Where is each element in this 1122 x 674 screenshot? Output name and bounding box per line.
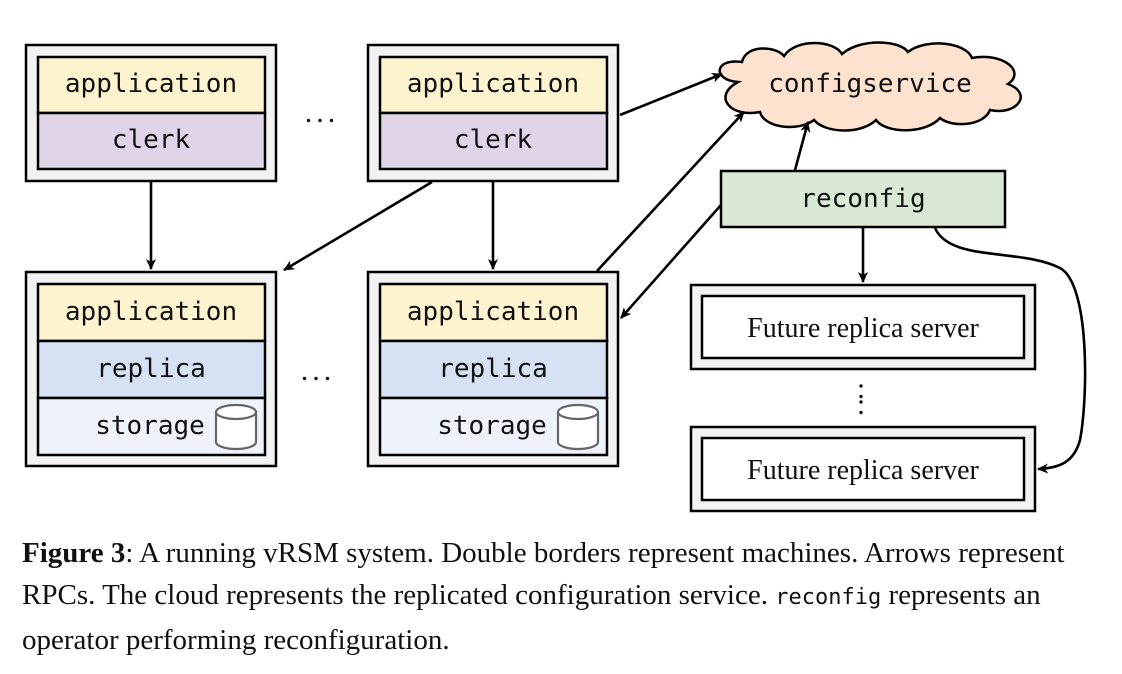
application-label: application [65, 69, 237, 99]
arrow-clerk2-to-configservice [619, 72, 723, 117]
application-label: application [65, 297, 237, 327]
caption-code: reconfig [775, 585, 882, 610]
application-label: application [407, 69, 579, 99]
future-replica-server-1: Future replica server [689, 283, 1037, 371]
application-layer [36, 282, 267, 343]
caption-label: Figure 3 [22, 537, 126, 569]
caption-text-2: represents an operator performing reconf… [22, 579, 1041, 656]
replica-machine-1: application replica storage [24, 270, 278, 468]
client-ellipsis: ... [305, 96, 340, 129]
arrow-reconfig-to-configservice [793, 121, 811, 171]
replica-ellipsis: ... [301, 354, 336, 387]
future-replica-label: Future replica server [747, 313, 979, 344]
future-replica-server-2: Future replica server [689, 425, 1037, 513]
arrow-clerk2-to-replica1 [283, 180, 433, 272]
rpc-arrows [146, 72, 1087, 474]
application-label: application [407, 297, 579, 327]
replica-machine-2: application replica storage [366, 270, 620, 468]
database-icon [214, 403, 258, 451]
database-icon [556, 403, 600, 451]
application-layer [36, 55, 267, 115]
figure-caption: Figure 3: A running vRSM system. Double … [22, 532, 1107, 661]
application-layer [378, 282, 609, 343]
clerk-layer [378, 111, 609, 171]
reconfig-box: reconfig [719, 169, 1007, 229]
configservice-label: configservice [768, 69, 972, 99]
arrow-reconfig-to-replica2 [620, 204, 722, 319]
replica-label: replica [96, 354, 206, 384]
storage-label: storage [95, 411, 205, 441]
vrsm-diagram: application clerk ... application clerk … [24, 41, 1087, 513]
clerk-label: clerk [454, 125, 533, 155]
vertical-ellipsis-top: : [857, 372, 869, 405]
client-machine-1: application clerk [24, 43, 278, 183]
arrow-reconfig-to-future-replica-2 [933, 227, 1087, 474]
replica-label: replica [438, 354, 548, 384]
storage-label: storage [437, 411, 547, 441]
vertical-ellipsis-bottom: : [857, 388, 869, 421]
caption-text-1: : A running vRSM system. Double borders … [22, 537, 1065, 611]
future-replica-label: Future replica server [747, 455, 979, 486]
arrow-replica2-to-configservice [596, 111, 745, 272]
client-machine-2: application clerk [366, 43, 620, 183]
clerk-layer [36, 111, 267, 171]
reconfig-label: reconfig [800, 184, 925, 214]
configservice-cloud: configservice [718, 41, 1022, 132]
clerk-label: clerk [112, 125, 191, 155]
